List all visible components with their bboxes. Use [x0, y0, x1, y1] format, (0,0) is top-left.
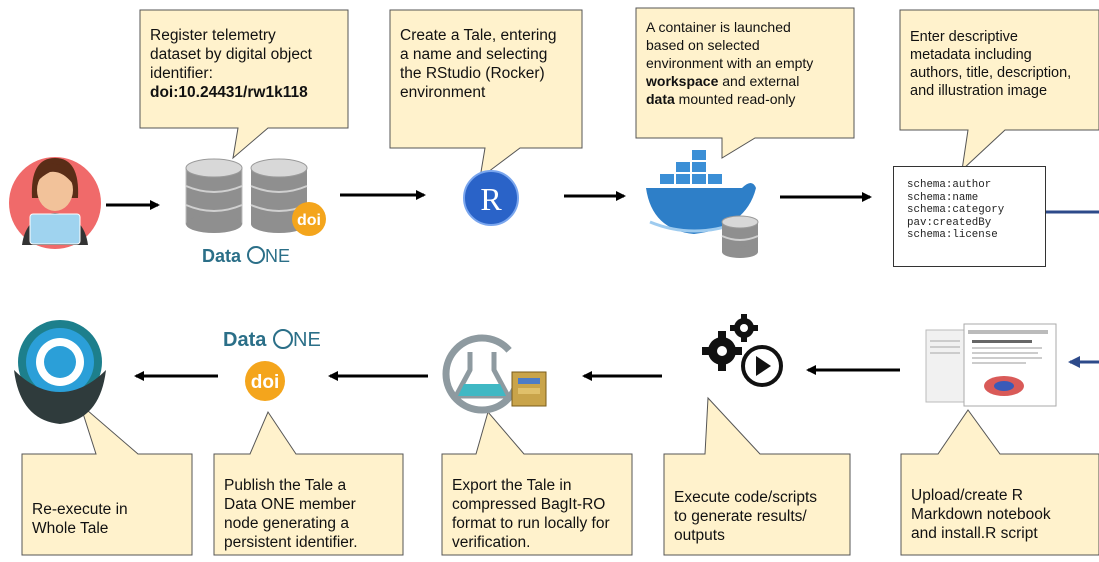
dataone-logo: Data NE: [202, 246, 290, 266]
svg-text:NE: NE: [293, 329, 321, 351]
svg-text:Data: Data: [223, 329, 267, 351]
flask-archive-icon: [442, 334, 547, 414]
user-avatar-icon: [9, 157, 101, 249]
metadata-fields-box: schema:author schema:name schema:categor…: [893, 166, 1046, 267]
svg-text:doi: doi: [297, 212, 321, 229]
database-icon: [250, 158, 308, 233]
callout-container-shape: [635, 7, 855, 159]
callout-metadata: Enter descriptive metadata including aut…: [910, 29, 1072, 99]
database-icon: [721, 215, 759, 258]
doi-badge-icon: doi: [245, 361, 285, 401]
callout-register-shape: [139, 9, 349, 160]
callout-export-shape: [441, 410, 633, 556]
callout-container: A container is launched based on selecte…: [646, 19, 814, 107]
callout-reexecute-shape: [21, 402, 193, 556]
callout-create-tale-shape: [389, 9, 583, 180]
r-logo-icon: R: [463, 170, 519, 226]
gears-play-icon: [702, 314, 783, 387]
callout-publish: Publish the Tale a Data ONE member node …: [224, 477, 358, 551]
svg-text:doi: doi: [251, 372, 280, 393]
notebook-screenshot-icon: [925, 323, 1057, 407]
svg-text:Data: Data: [202, 246, 242, 266]
callout-upload-shape: [900, 409, 1099, 556]
database-icon: [185, 158, 243, 233]
callout-execute: Execute code/scripts to generate results…: [674, 489, 818, 544]
callout-reexecute: Re-execute in Whole Tale: [32, 501, 128, 537]
svg-text:NE: NE: [265, 246, 290, 266]
callout-register: Register telemetry dataset by digital ob…: [150, 27, 312, 101]
callout-execute-shape: [663, 396, 851, 556]
callout-create-tale: Create a Tale, entering a name and selec…: [400, 27, 557, 101]
doi-badge-icon: doi: [292, 202, 326, 236]
callout-publish-shape: [213, 410, 404, 556]
callout-export: Export the Tale in compressed BagIt-RO f…: [452, 477, 610, 551]
svg-text:R: R: [480, 181, 502, 217]
whole-tale-logo-icon: [14, 320, 106, 424]
callout-metadata-shape: [899, 9, 1099, 172]
callout-upload: Upload/create R Markdown notebook and in…: [911, 487, 1051, 542]
dataone-logo: Data NE: [223, 329, 321, 351]
